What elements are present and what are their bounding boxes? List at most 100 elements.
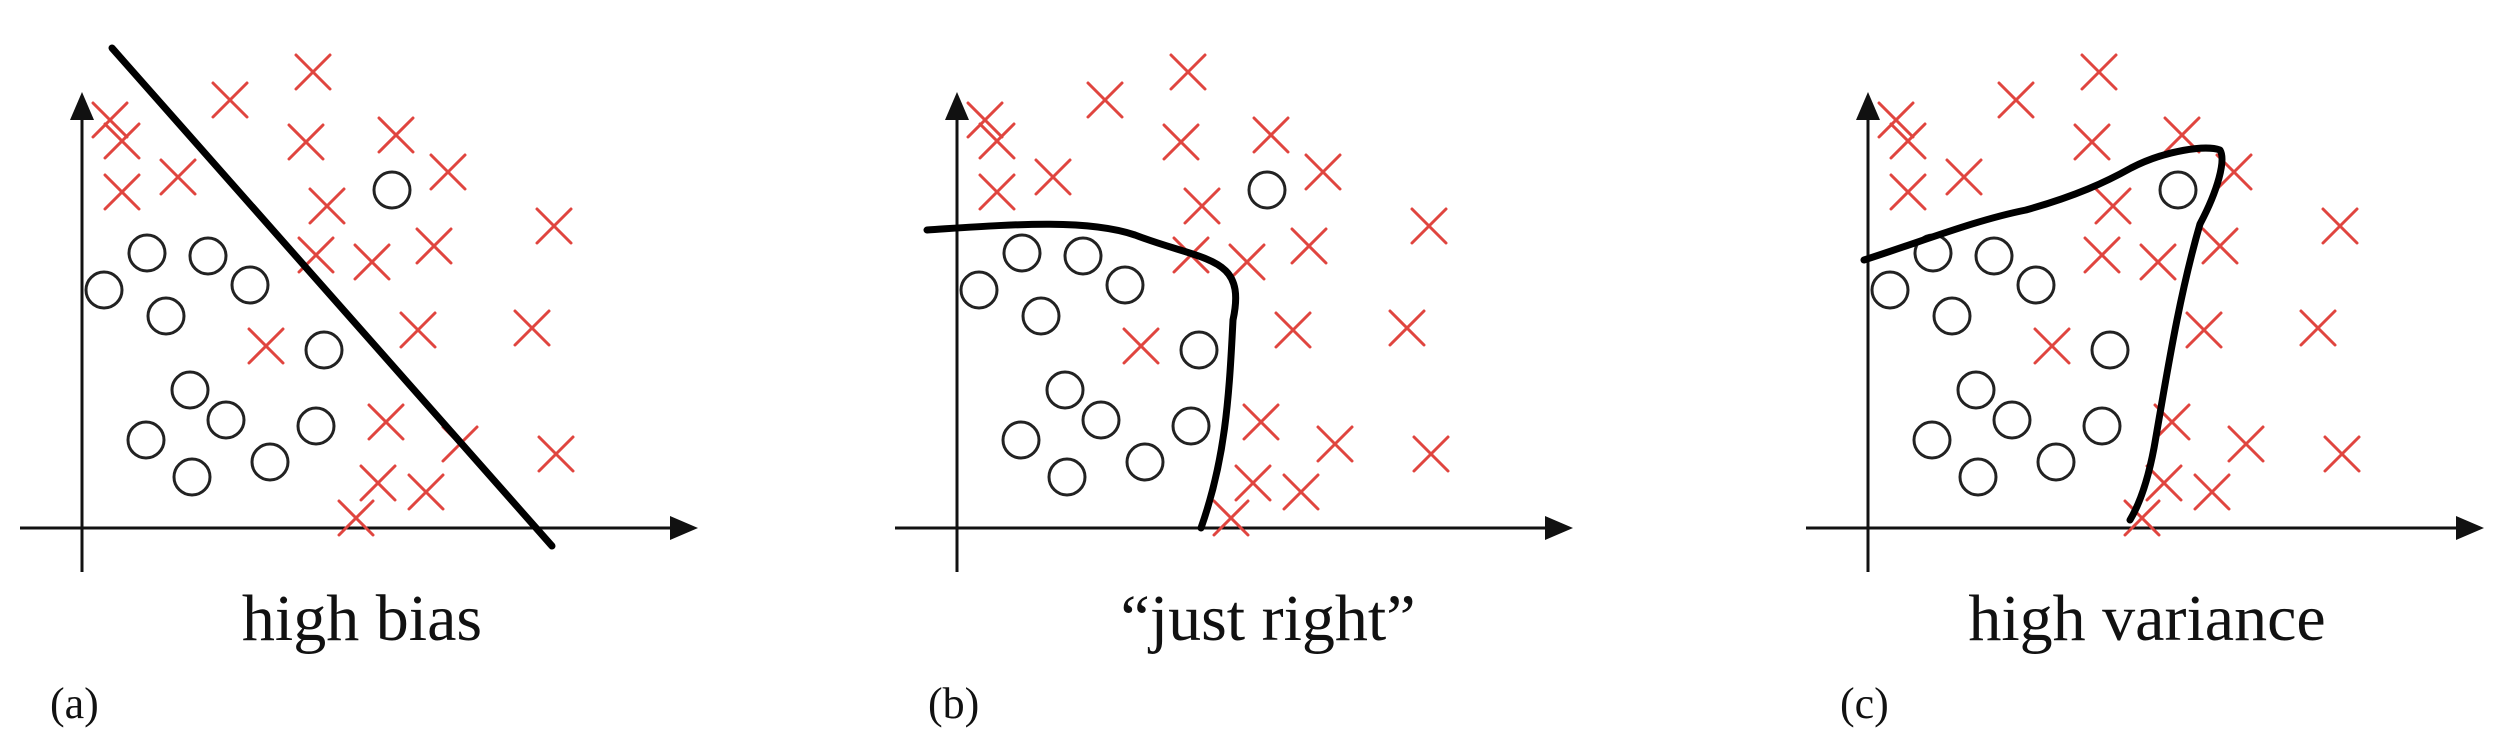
panel-a-tag: (a) bbox=[50, 679, 99, 728]
circle-point bbox=[2016, 265, 2056, 305]
circle-point bbox=[2036, 442, 2076, 482]
circle-point bbox=[1912, 420, 1952, 460]
circle-point bbox=[172, 457, 212, 497]
panel-c-title: high variance bbox=[1968, 582, 2325, 655]
cross-point bbox=[2139, 243, 2177, 281]
circle-point bbox=[1021, 296, 1061, 336]
cross-point bbox=[294, 53, 332, 91]
cross-point bbox=[513, 309, 551, 347]
circle-point bbox=[84, 270, 124, 310]
circle-point bbox=[2090, 330, 2130, 370]
cross-point bbox=[1889, 122, 1927, 160]
cross-point bbox=[2227, 425, 2265, 463]
cross-point bbox=[1228, 243, 1266, 281]
circle-point bbox=[170, 370, 210, 410]
circle-point bbox=[126, 420, 166, 460]
cross-point bbox=[2299, 309, 2337, 347]
cross-point bbox=[1412, 435, 1450, 473]
y-axis-arrowhead bbox=[70, 92, 94, 120]
panel-b bbox=[895, 53, 1573, 572]
cross-point bbox=[1316, 425, 1354, 463]
circle-point bbox=[1992, 400, 2032, 440]
circle-point bbox=[1179, 330, 1219, 370]
panel-a-title: high bias bbox=[242, 582, 482, 655]
panel-c bbox=[1806, 53, 2484, 572]
circle-point bbox=[296, 406, 336, 446]
circle-point bbox=[250, 442, 290, 482]
cross-point bbox=[1945, 158, 1983, 196]
circle-point bbox=[1063, 236, 1103, 276]
cross-point bbox=[2083, 236, 2121, 274]
cross-point bbox=[537, 435, 575, 473]
cross-point bbox=[2201, 227, 2239, 265]
circle-point bbox=[1105, 265, 1145, 305]
circle-point bbox=[206, 400, 246, 440]
cross-point bbox=[211, 81, 249, 119]
cross-point bbox=[2193, 473, 2231, 511]
cross-point bbox=[359, 464, 397, 502]
cross-point bbox=[1212, 499, 1250, 537]
decision-boundary bbox=[108, 44, 556, 550]
circle-point bbox=[1081, 400, 1121, 440]
y-axis-arrowhead bbox=[945, 92, 969, 120]
cross-point bbox=[1290, 227, 1328, 265]
cross-point bbox=[353, 243, 391, 281]
cross-point bbox=[1122, 327, 1160, 365]
cross-point bbox=[1162, 123, 1200, 161]
panel-b-title: “just right” bbox=[1120, 582, 1415, 655]
cross-point bbox=[367, 403, 405, 441]
cross-point bbox=[2094, 187, 2132, 225]
circle-point bbox=[2158, 170, 2198, 210]
cross-point bbox=[1274, 311, 1312, 349]
cross-point bbox=[377, 116, 415, 154]
circle-point bbox=[2082, 406, 2122, 446]
circle-point bbox=[1956, 370, 1996, 410]
cross-point bbox=[91, 101, 129, 139]
decision-boundary bbox=[923, 220, 1240, 532]
cross-point bbox=[1242, 403, 1280, 441]
cross-point bbox=[1034, 158, 1072, 196]
cross-point bbox=[2080, 53, 2118, 91]
cross-point bbox=[159, 158, 197, 196]
cross-point bbox=[407, 473, 445, 511]
circle-point bbox=[188, 236, 228, 276]
cross-point bbox=[1169, 53, 1207, 91]
panel-c-tag: (c) bbox=[1840, 679, 1889, 728]
cross-point bbox=[399, 311, 437, 349]
cross-point bbox=[1086, 81, 1124, 119]
cross-point bbox=[1889, 173, 1927, 211]
cross-point bbox=[247, 327, 285, 365]
cross-point bbox=[2073, 123, 2111, 161]
cross-point bbox=[1304, 153, 1342, 191]
circle-point bbox=[1958, 457, 1998, 497]
cross-point bbox=[1997, 81, 2035, 119]
circle-point bbox=[372, 170, 412, 210]
cross-point bbox=[978, 122, 1016, 160]
circle-point bbox=[1125, 442, 1165, 482]
circle-point bbox=[1932, 296, 1972, 336]
cross-point bbox=[1877, 101, 1915, 139]
cross-point bbox=[2033, 327, 2071, 365]
circle-point bbox=[1045, 370, 1085, 410]
cross-point bbox=[966, 101, 1004, 139]
panel-b-tag: (b) bbox=[928, 679, 979, 728]
cross-point bbox=[978, 173, 1016, 211]
x-axis-arrowhead bbox=[670, 516, 698, 540]
cross-point bbox=[103, 122, 141, 160]
cross-point bbox=[429, 153, 467, 191]
circle-point bbox=[1247, 170, 1287, 210]
panel-a bbox=[20, 44, 698, 572]
cross-point bbox=[1234, 464, 1272, 502]
circle-point bbox=[146, 296, 186, 336]
cross-point bbox=[2321, 207, 2359, 245]
cross-point bbox=[2185, 311, 2223, 349]
circle-point bbox=[1171, 406, 1211, 446]
decision-boundary bbox=[1860, 144, 2226, 524]
cross-point bbox=[2323, 435, 2361, 473]
cross-point bbox=[337, 499, 375, 537]
cross-point bbox=[287, 123, 325, 161]
cross-point bbox=[1252, 116, 1290, 154]
circle-point bbox=[304, 330, 344, 370]
x-axis-arrowhead bbox=[1545, 516, 1573, 540]
